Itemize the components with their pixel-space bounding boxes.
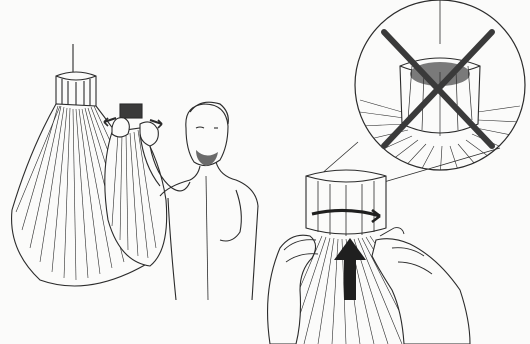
right-scene bbox=[268, 170, 470, 344]
up-arrow-icon bbox=[334, 238, 366, 300]
left-scene bbox=[12, 44, 258, 300]
left-hand bbox=[112, 118, 129, 137]
detail-circle bbox=[355, 0, 525, 178]
lamp-crown-closeup bbox=[306, 170, 386, 236]
